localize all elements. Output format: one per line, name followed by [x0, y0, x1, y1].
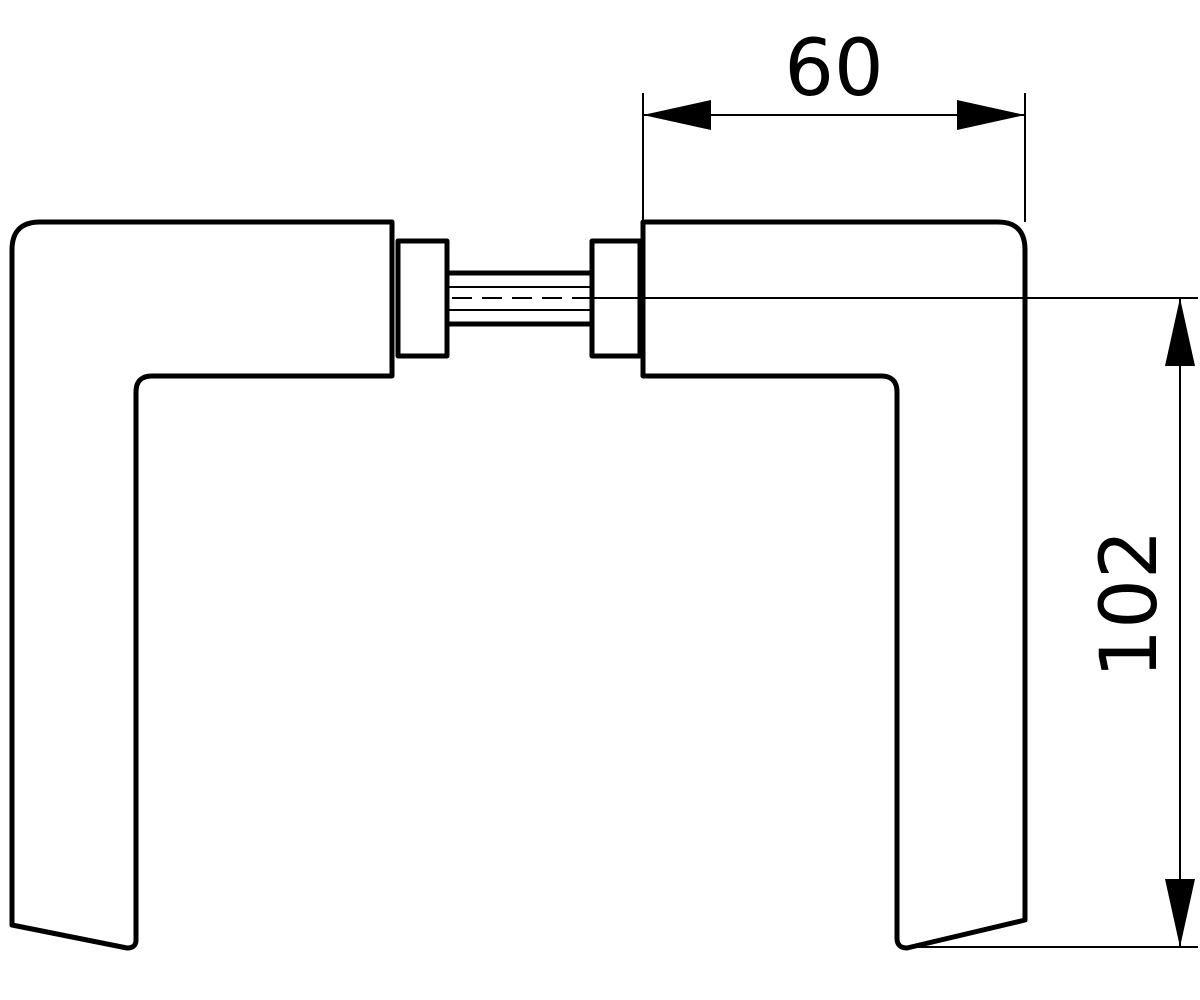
left-rose [395, 238, 450, 359]
width-arrowhead-right [957, 100, 1025, 130]
left-lever-outline [9, 219, 395, 951]
width-dimension-label: 60 [784, 24, 883, 114]
right-lever-outline [640, 219, 1028, 951]
height-dimension-label: 102 [1085, 530, 1175, 679]
height-arrowhead-top [1165, 298, 1195, 366]
width-arrowhead-left [643, 100, 711, 130]
height-arrowhead-bottom [1165, 879, 1195, 947]
right-rose [589, 238, 643, 359]
